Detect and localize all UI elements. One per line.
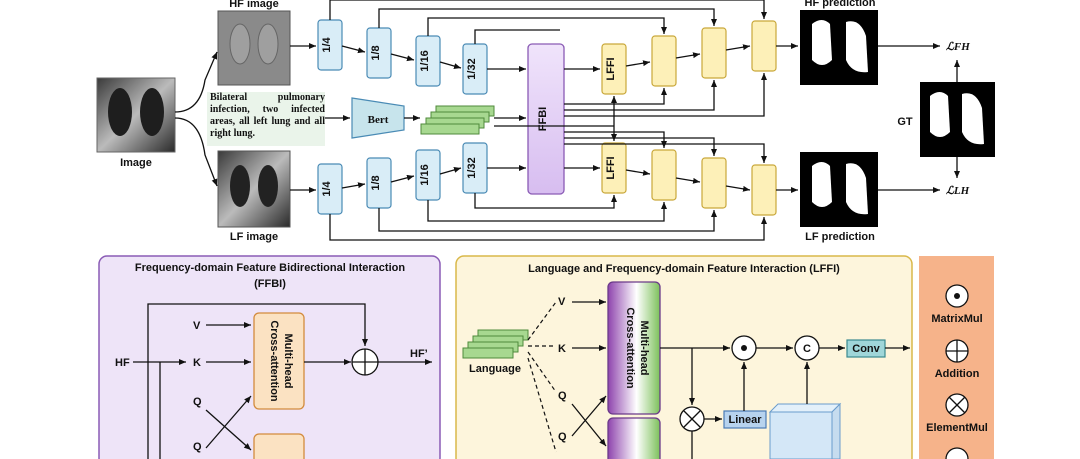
lffi-concat-label: C [803, 343, 811, 355]
gt-label: GT [897, 116, 913, 128]
lf-decoder-3 [751, 164, 777, 216]
svg-text:LFFI: LFFI [605, 156, 617, 179]
svg-text:1/16: 1/16 [419, 50, 431, 71]
lffi-cross-attention-2 [607, 417, 661, 459]
legend-addition: Addition [935, 368, 980, 380]
ffbi-block [527, 43, 565, 195]
ffbi-q1-label: Q [193, 396, 202, 408]
lffi-panel-title: Language and Frequency-domain Feature In… [528, 263, 840, 275]
lf-scale-1-4: 1/4 [317, 163, 343, 215]
ffbi-v-label: V [193, 320, 201, 332]
lf-scale-1-8: 1/8 [366, 157, 392, 209]
hf-scale-1-32: 1/32 [462, 43, 488, 95]
hf-prediction-label: HF prediction [805, 0, 876, 9]
svg-text:Multi-head: Multi-head [638, 321, 650, 376]
lf-decoder-1 [651, 149, 677, 201]
language-feature-stack [420, 105, 495, 135]
svg-text:1/8: 1/8 [370, 45, 382, 60]
svg-text:1/16: 1/16 [419, 164, 431, 185]
loss-lh: ℒLH [946, 185, 970, 197]
lf-xray-image [217, 150, 291, 228]
lf-prediction-label: LF prediction [805, 231, 875, 243]
lffi-linear-label: Linear [728, 414, 762, 426]
svg-text:Multi-head: Multi-head [282, 334, 294, 389]
lf-scale-1-32: 1/32 [462, 142, 488, 194]
lffi-language-stack [462, 329, 529, 359]
lf-decoder-2 [701, 157, 727, 209]
ground-truth-mask [920, 82, 995, 157]
lf-lffi-block: LFFI [601, 142, 627, 194]
lf-prediction-mask [800, 152, 878, 227]
hf-decoder-1 [651, 35, 677, 87]
ffbi-cross-attention-1 [253, 312, 305, 410]
lffi-q1-label: Q [558, 390, 567, 402]
ffbi-q2-label: Q [193, 441, 202, 453]
svg-text:1/4: 1/4 [321, 36, 333, 52]
lffi-feature-cube [768, 402, 842, 459]
hf-prediction-mask [800, 10, 878, 85]
loss-fh: ℒFH [946, 41, 970, 53]
svg-text:LFFI: LFFI [605, 57, 617, 80]
svg-text:1/32: 1/32 [466, 58, 478, 79]
lf-scale-1-16: 1/16 [415, 149, 441, 201]
ffbi-panel-title-1: Frequency-domain Feature Bidirectional I… [135, 262, 405, 274]
input-image-label: Image [120, 157, 152, 169]
bert-encoder [351, 97, 405, 139]
ffbi-addition-op [351, 348, 379, 376]
lffi-matrixmul-op [731, 335, 757, 361]
hf-scale-1-8: 1/8 [366, 27, 392, 79]
svg-text:1/8: 1/8 [370, 175, 382, 190]
lffi-linear-block [723, 410, 767, 429]
transpose-icon [945, 447, 969, 459]
addition-icon [945, 339, 969, 363]
text-description: Bilateral pulmonary infection, two infec… [210, 92, 325, 139]
hf-decoder-2 [701, 27, 727, 79]
hf-image-label: HF image [229, 0, 279, 10]
input-xray-image [96, 77, 176, 153]
lffi-v-label: V [558, 296, 566, 308]
hf-lffi-block: LFFI [601, 43, 627, 95]
text-description-bg [207, 92, 325, 146]
lffi-q2-label: Q [558, 431, 567, 443]
lffi-language-label: Language [469, 363, 521, 375]
hf-scale-1-4: 1/4 [317, 19, 343, 71]
bert-label: Bert [368, 114, 389, 126]
lffi-elementmul-op [679, 406, 705, 432]
ffbi-block-label: FFBI [537, 107, 549, 131]
matrixmul-icon [945, 284, 969, 308]
lf-image-label: LF image [230, 231, 278, 243]
svg-text:Cross-attention: Cross-attention [268, 320, 280, 402]
hf-scale-1-16: 1/16 [415, 35, 441, 87]
ffbi-hf-input-label: HF [115, 357, 130, 369]
legend-elementmul: ElementMul [926, 422, 988, 434]
ffbi-hf-output-label: HF’ [410, 348, 428, 360]
ffbi-k-label: K [193, 357, 201, 369]
hf-decoder-3 [751, 20, 777, 72]
lffi-k-label: K [558, 343, 566, 355]
ffbi-cross-attention-2 [253, 433, 305, 459]
lffi-conv-label: Conv [852, 343, 880, 355]
svg-text:Cross-attention: Cross-attention [624, 307, 636, 389]
ffbi-panel-title-2: (FFBI) [254, 278, 286, 290]
legend-matrixmul: MatrixMul [931, 313, 982, 325]
svg-text:1/4: 1/4 [321, 180, 333, 196]
svg-text:1/32: 1/32 [466, 157, 478, 178]
elementmul-icon [945, 393, 969, 417]
hf-xray-image [217, 10, 291, 86]
